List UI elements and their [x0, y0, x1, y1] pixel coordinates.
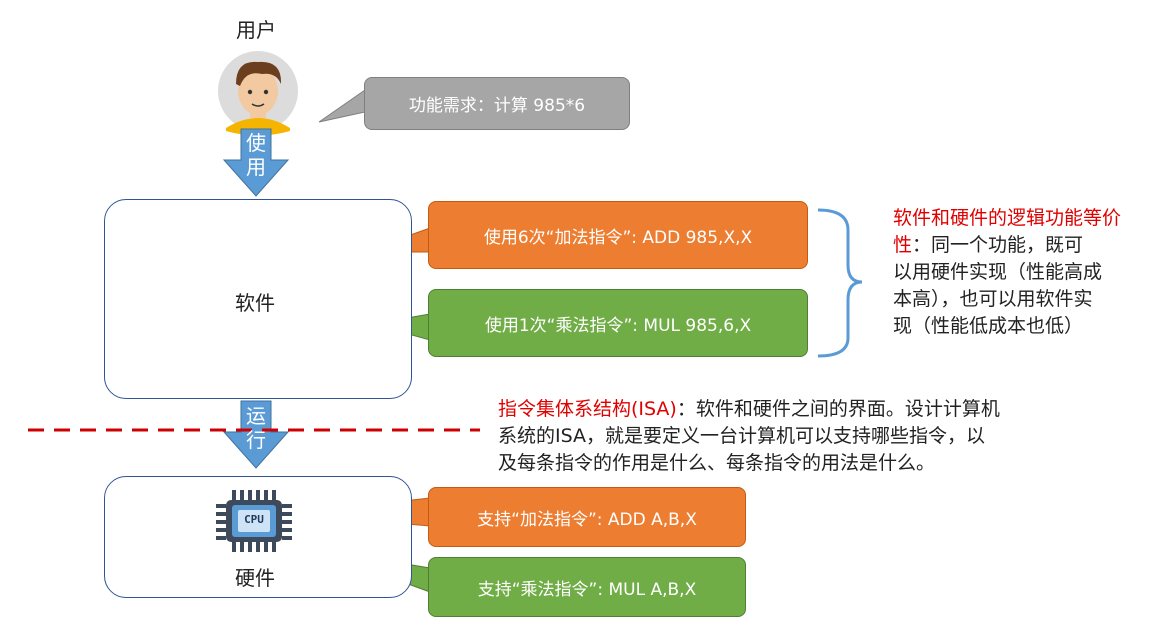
equivalence-note: 软件和硬件的逻辑功能等价性：同一个功能，既可 以用硬件实现（性能高成 本高），也… [893, 205, 1155, 340]
cpu-chip-label: CPU [244, 513, 264, 526]
hardware-callout-mul: 支持“乘法指令”: MUL A,B,X [428, 557, 746, 617]
requirement-callout-tail [318, 89, 366, 123]
arrow-text-char: 行 [246, 428, 266, 452]
software-callout-add: 使用6次“加法指令”: ADD 985,X,X [428, 201, 808, 269]
hardware-label: 硬件 [235, 566, 275, 590]
arrow-text-char: 运 [246, 404, 266, 428]
isa-note-line-3: 及每条指令的作用是什么、每条指令的用法是什么。 [498, 452, 936, 474]
arrow-run [222, 400, 290, 469]
arrow-use-text: 使用 [242, 131, 270, 179]
equivalence-note-line-4: 现（性能低成本也低） [893, 315, 1084, 337]
arrow-text-char: 使 [246, 131, 266, 155]
software-box [104, 199, 412, 399]
equivalence-note-line-3: 本高），也可以用软件实 [893, 288, 1093, 310]
equivalence-note-line-2: 以用硬件实现（性能高成 [893, 261, 1103, 283]
software-label: 软件 [235, 291, 275, 315]
isa-note-title: 指令集体系结构(ISA) [498, 398, 677, 420]
equivalence-note-title: 软件和硬件的逻辑功能等价性 [893, 207, 1122, 256]
equivalence-note-line-1: ：同一个功能，既可 [912, 234, 1084, 256]
brace [817, 208, 863, 358]
software-callout-mul: 使用1次“乘法指令”: MUL 985,6,X [428, 289, 808, 357]
arrow-use [222, 128, 290, 197]
hardware-callout-add: 支持“加法指令”: ADD A,B,X [428, 487, 746, 547]
isa-note-line-1: ：软件和硬件之间的界面。设计计算机 [676, 398, 1000, 420]
isa-note-line-2: 系统的ISA，就是要定义一台计算机可以支持哪些指令，以 [498, 425, 986, 447]
user-label: 用户 [236, 18, 276, 42]
arrow-text-char: 用 [246, 155, 266, 179]
avatar [218, 51, 298, 136]
isa-note: 指令集体系结构(ISA)：软件和硬件之间的界面。设计计算机 系统的ISA，就是要… [498, 396, 1098, 477]
arrow-run-text: 运行 [242, 404, 270, 452]
requirement-callout: 功能需求：计算 985*6 [364, 77, 630, 130]
